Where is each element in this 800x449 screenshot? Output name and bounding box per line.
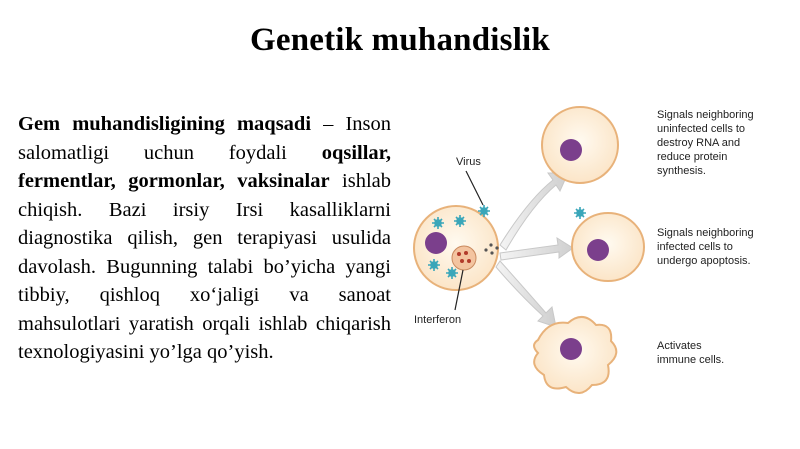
body-paragraph: Gem muhandisligining maqsadi – Inson sal… [18,110,391,367]
svg-text:synthesis.: synthesis. [657,165,706,177]
infected-neighbor-cell [571,212,645,282]
infected-cell [413,205,499,291]
virus-icon [428,205,618,279]
svg-text:Signals neighboring: Signals neighboring [657,109,754,121]
label-virus: Virus [456,156,481,168]
label-activates: Activates immune cells. [657,340,724,366]
svg-text:destroy RNA and: destroy RNA and [657,137,740,149]
slide-title: Genetik muhandislik [250,22,550,58]
svg-text:immune cells.: immune cells. [657,354,724,366]
paragraph-bold-terms: oqsillar, fermentlar, gormonlar, vaksina… [18,141,391,193]
svg-text:reduce protein: reduce protein [657,151,727,163]
svg-text:Activates: Activates [657,340,702,352]
label-signal-infected: Signals neighboring infected cells to un… [657,227,754,267]
paragraph-heading: Gem muhandisligining maqsadi [18,113,312,135]
svg-text:uninfected cells to: uninfected cells to [657,123,745,135]
svg-text:undergo apoptosis.: undergo apoptosis. [657,255,751,267]
label-signal-uninfected: Signals neighboring uninfected cells to … [657,109,754,177]
paragraph-text-1: Inson salomatligi uchun foydali [18,113,391,164]
uninfected-cell [541,106,619,184]
interferon-diagram: Virus Interferon Signals neighboring uni… [413,106,754,394]
immune-cell [533,316,618,394]
arrow-up [499,172,569,251]
svg-text:Signals neighboring: Signals neighboring [657,227,754,239]
paragraph-dash: – [311,113,346,135]
svg-text:infected cells to: infected cells to [657,241,733,253]
label-interferon: Interferon [414,314,461,326]
arrow-middle [499,237,574,261]
paragraph-text-2: ishlab chiqish. Bazi irsiy Irsi kasallik… [18,170,392,363]
arrow-down [495,260,557,328]
